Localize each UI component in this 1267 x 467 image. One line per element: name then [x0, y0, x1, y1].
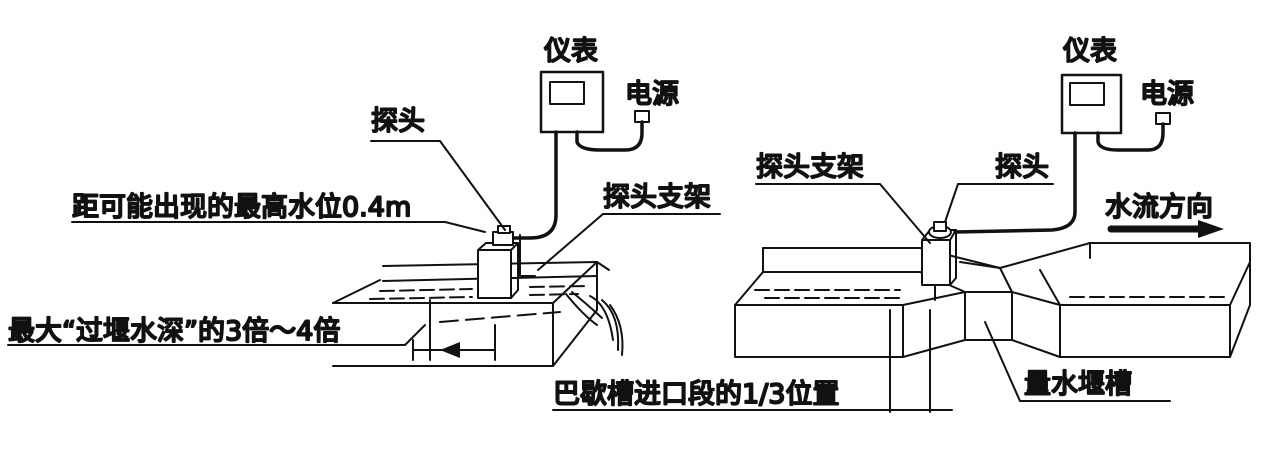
right-channel-far-wall: [762, 242, 1251, 269]
right-power-cable: [1096, 122, 1165, 152]
left-bracket-label: 探头支架: [603, 182, 711, 213]
right-meter-cable: [953, 131, 1077, 234]
left-probe-bracket-icon: [477, 234, 536, 299]
left-meter-label: 仪表: [544, 36, 598, 67]
left-weir-notch: [565, 291, 624, 356]
left-power-label: 电源: [625, 79, 679, 110]
flow-direction-label: 水流方向: [1105, 192, 1213, 223]
left-wall-end: [552, 261, 598, 367]
left-depth-label: 最大“过堰水深”的3倍～4倍: [8, 316, 340, 347]
left-bracket-leader: [537, 213, 721, 271]
left-power-plug-icon: [634, 110, 650, 123]
right-meter-icon: [1060, 73, 1123, 135]
right-bracket-label: 探头支架: [756, 152, 864, 183]
left-probe-label: 探头: [371, 106, 425, 137]
right-channel-near-wall: [734, 291, 1231, 358]
left-depth-leader: [7, 324, 426, 346]
left-depth-dimension: [412, 299, 496, 361]
left-distance-label: 距可能出现的最高水位0.4m: [72, 192, 411, 223]
flow-direction-arrow-icon: [1107, 220, 1224, 238]
left-water-surface: [439, 311, 561, 323]
right-power-label: 电源: [1140, 79, 1194, 110]
right-parshall-label: 巴歇槽进口段的1/3位置: [553, 379, 839, 410]
right-probe-leader: [944, 183, 1054, 223]
left-distance-leader: [71, 221, 486, 233]
left-probe-leader: [370, 140, 506, 231]
right-installation: [552, 73, 1251, 413]
left-channel-near-wall: [332, 302, 554, 367]
left-meter-cable: [511, 130, 558, 240]
right-water-lines: [754, 289, 1231, 306]
right-flume-leader: [984, 321, 1171, 402]
left-meter-icon: [539, 70, 605, 134]
right-meter-label: 仪表: [1063, 36, 1117, 67]
right-probe-icon: [928, 221, 952, 239]
right-flume-label: 量水堰槽: [1024, 369, 1132, 400]
left-water-lines: [369, 285, 589, 300]
right-bracket-leader: [755, 183, 931, 244]
right-power-plug-icon: [1155, 112, 1171, 125]
right-parshall-leader: [552, 309, 931, 413]
left-power-cable: [575, 120, 644, 152]
left-wall-top-edge: [332, 279, 381, 304]
left-installation: [7, 70, 721, 367]
right-probe-label: 探头: [995, 152, 1049, 183]
